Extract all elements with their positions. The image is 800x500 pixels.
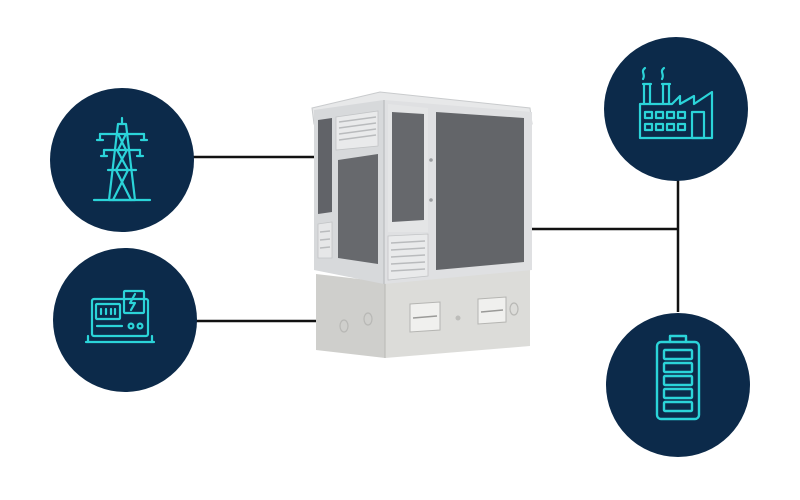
cabinet-base xyxy=(316,268,530,358)
node-grid xyxy=(50,88,194,232)
cabinet-front xyxy=(383,100,532,284)
connectors xyxy=(193,155,680,323)
generator-icon xyxy=(84,289,156,344)
power-converter-cabinet xyxy=(311,91,533,358)
node-industry-circle xyxy=(604,37,748,181)
battery-icon xyxy=(655,334,701,421)
factory-icon xyxy=(638,66,714,140)
node-storage xyxy=(606,313,750,457)
cabinet-left-side xyxy=(314,100,384,284)
node-generator xyxy=(53,248,197,392)
node-industry xyxy=(604,37,748,181)
transmission-tower-icon xyxy=(92,116,152,202)
node-generator-circle xyxy=(53,248,197,392)
